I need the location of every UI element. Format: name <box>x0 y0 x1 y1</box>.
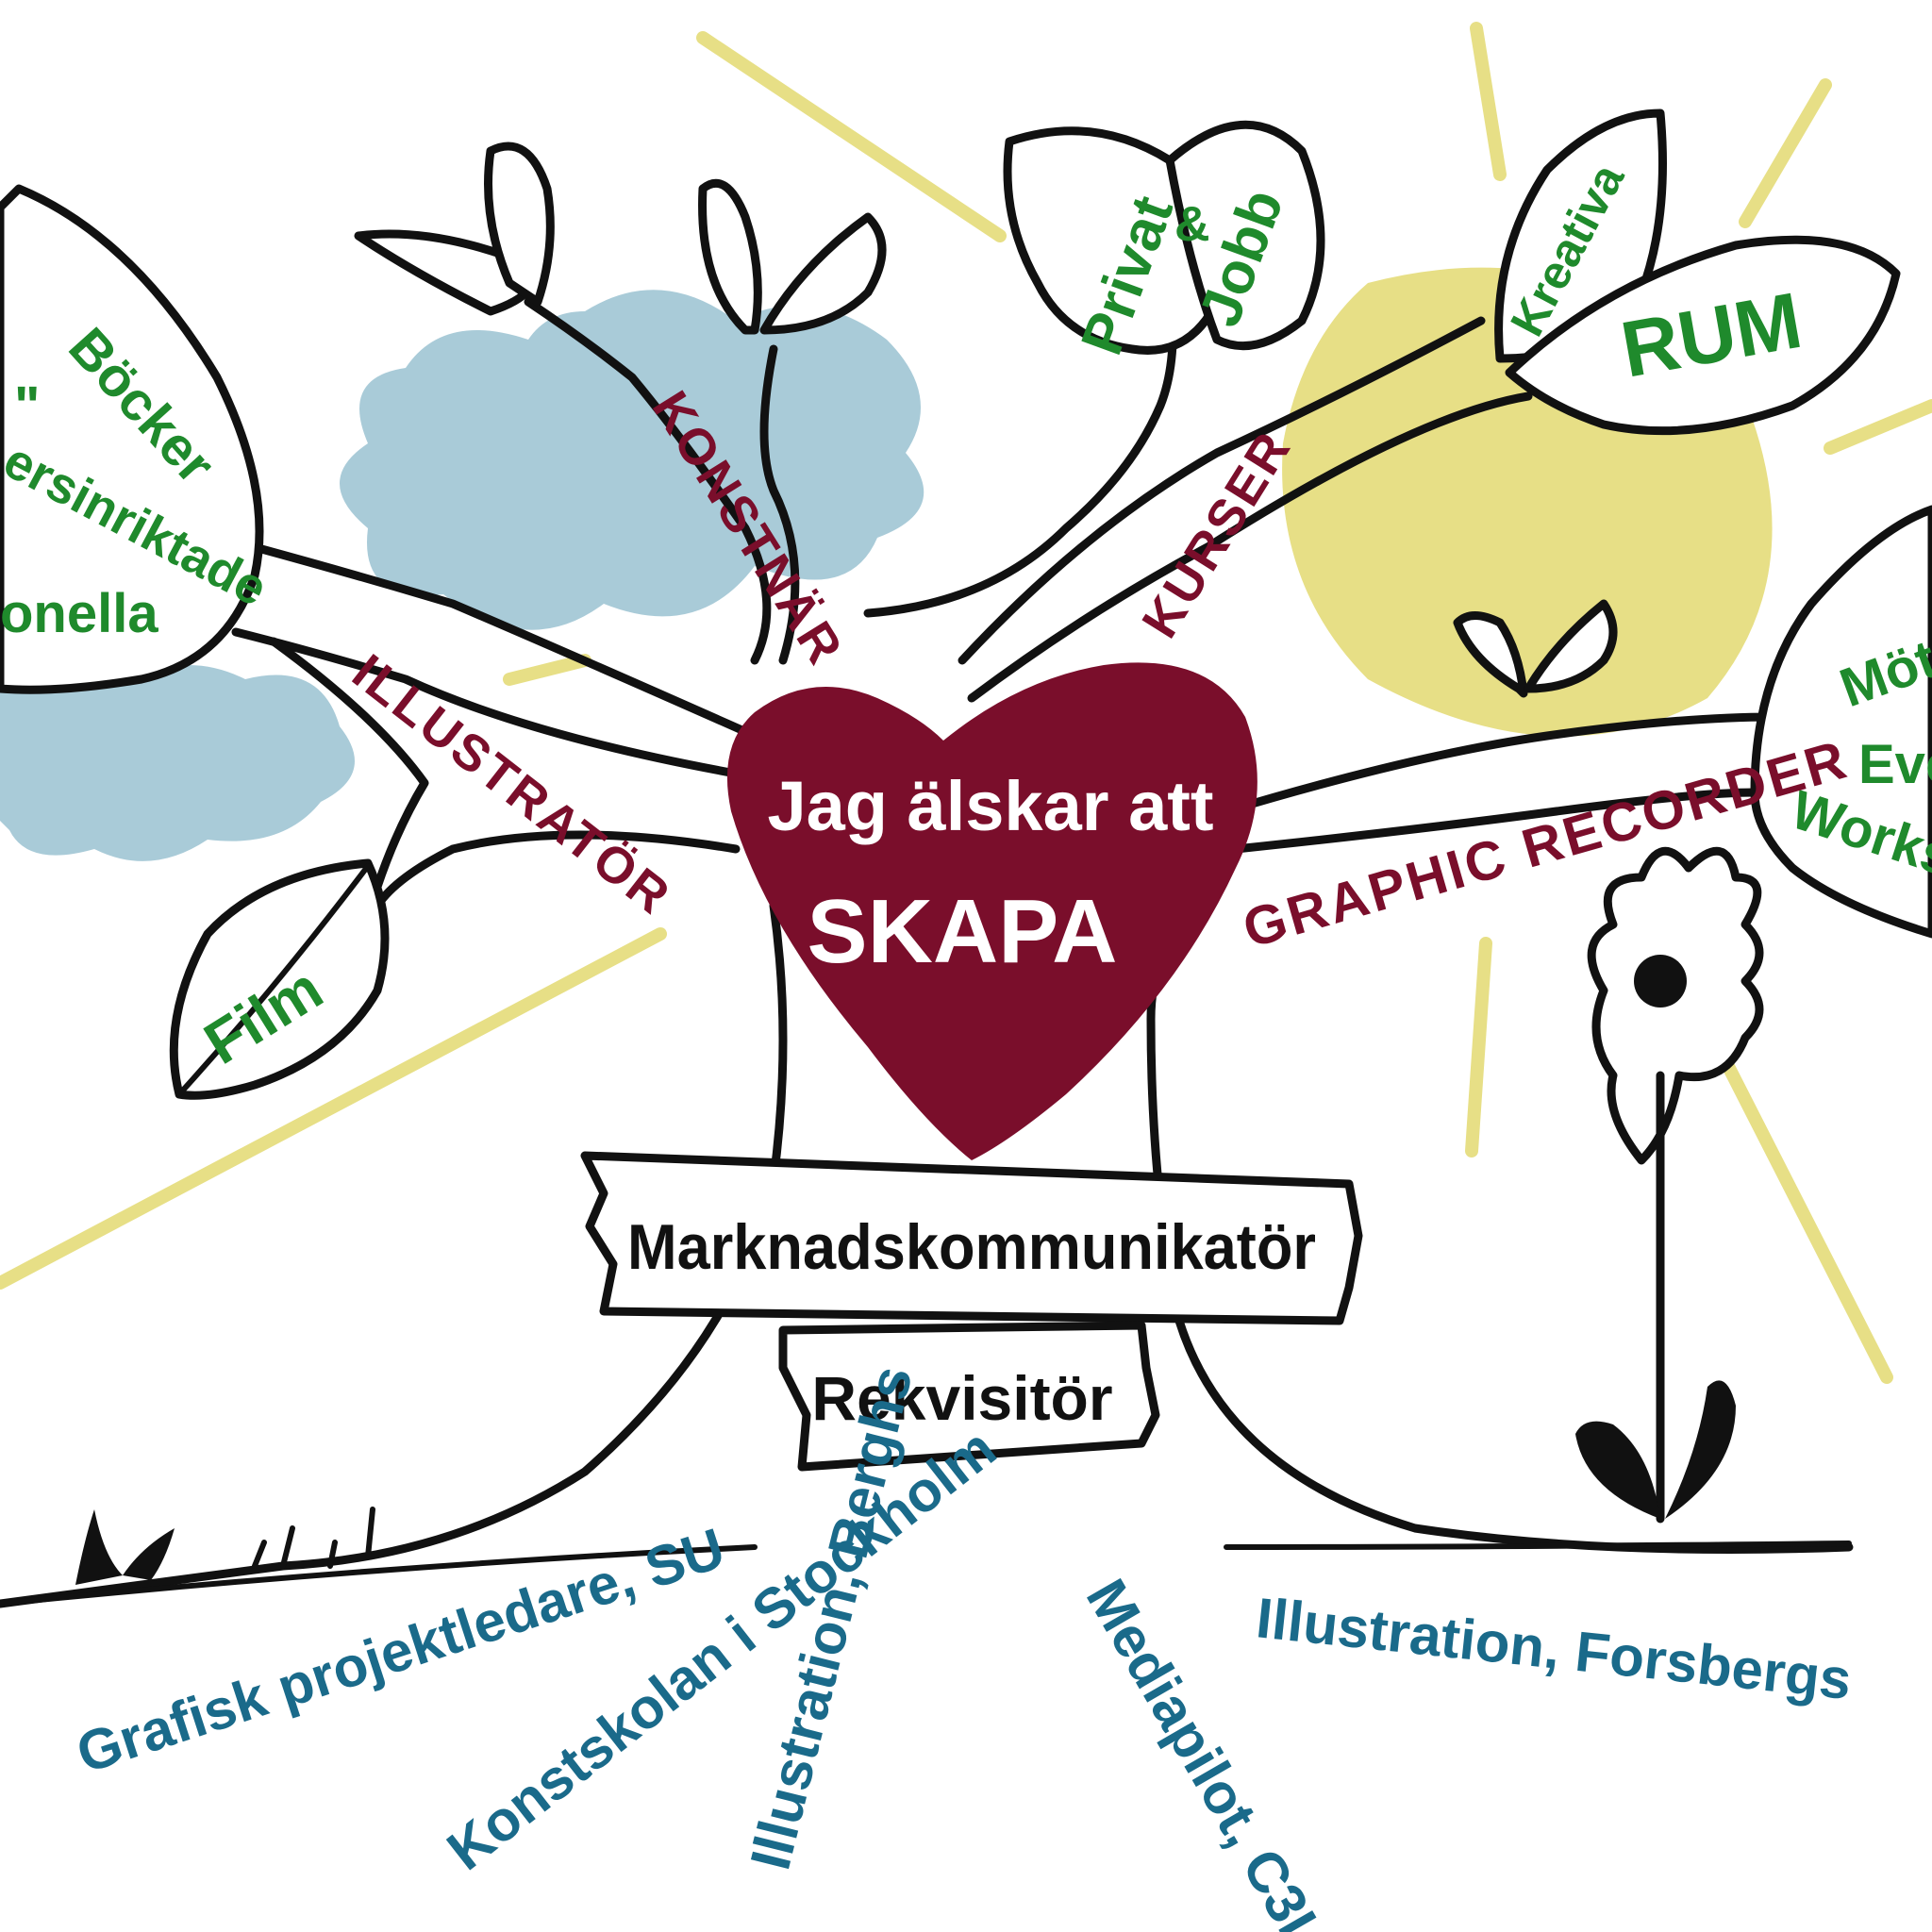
leaf-text-quote: " <box>14 375 41 437</box>
grass-icon <box>75 1507 375 1585</box>
sign-small-label: Rekvisitör <box>811 1363 1112 1433</box>
branch-label-graphic-recorder: GRAPHIC RECORDER <box>1237 728 1856 959</box>
heart-line1: Jag älskar att <box>767 767 1213 845</box>
leaf-right-big: Möte Eve Worksh <box>1750 505 1932 939</box>
leaf-film: Film <box>169 858 390 1100</box>
heart-icon: Jag älskar att SKAPA <box>726 662 1257 1160</box>
leaf-text-amp: & <box>1174 197 1210 252</box>
sprout-icon <box>354 142 1618 698</box>
cloud-icon <box>0 290 924 861</box>
sign-main-label: Marknadskommunikatör <box>627 1211 1316 1283</box>
leaf-text-onella: onella <box>0 583 158 644</box>
leaf-kreativa-rum: Kreativa RUM <box>1494 108 1901 436</box>
sign-small: Rekvisitör <box>778 1321 1160 1472</box>
heart-line2: SKAPA <box>808 881 1118 982</box>
leaf-left-big: Böcker " ersinriktade onella <box>0 184 276 694</box>
leaf-text-eve: Eve <box>1858 734 1932 795</box>
root-label-konstskolan: Konstskolan i Stockholm <box>436 1416 1008 1882</box>
root-label-forsbergs: Illustration, Forsbergs <box>1254 1586 1855 1711</box>
sign-main: Marknadskommunikatör <box>580 1151 1363 1325</box>
tree-trunk <box>0 278 1854 1608</box>
flower-icon <box>1575 846 1764 1524</box>
leaf-privat-jobb: Privat & Jobb <box>1003 120 1325 363</box>
